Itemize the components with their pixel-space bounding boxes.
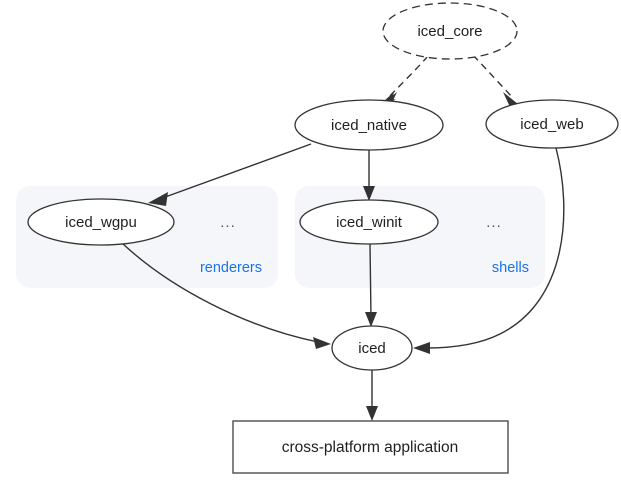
edge-iced_wgpu-to-iced — [121, 242, 331, 349]
cluster-renderers-label: renderers — [200, 260, 262, 276]
edge-iced_native-iced_wgpu-line — [156, 143, 312, 201]
edge-iced_native-iced_wgpu-arrow — [148, 192, 168, 206]
edge-iced_core-iced_native-line — [386, 55, 429, 100]
node-iced_core-shape[interactable] — [382, 2, 518, 60]
cluster-shells-label: shells — [492, 260, 529, 276]
node-iced[interactable]: iced — [331, 325, 413, 371]
node-iced_core[interactable]: iced_core — [382, 2, 518, 60]
edge-iced_winit-iced-line — [369, 243, 372, 319]
node-iced_wgpu-shape[interactable] — [27, 198, 175, 246]
node-iced_web-shape[interactable] — [485, 99, 619, 149]
node-iced_native-shape[interactable] — [294, 99, 444, 151]
node-iced_winit-shape[interactable] — [299, 199, 439, 245]
edge-iced-to-application — [366, 370, 378, 421]
edge-iced_web-to-iced — [413, 147, 565, 354]
node-application-shape[interactable] — [232, 420, 509, 474]
edge-iced_web-iced-arrow — [413, 342, 430, 354]
edge-iced_core-iced_web-arrow — [503, 92, 518, 107]
edge-iced_native-to-iced_winit — [363, 150, 375, 201]
edge-iced_winit-to-iced — [365, 243, 377, 327]
edge-iced_core-iced_web-line — [472, 54, 514, 99]
cluster-shells-ellipsis: ... — [486, 214, 502, 231]
edge-iced-application-arrow — [366, 406, 378, 421]
edge-iced_web-iced-line — [425, 147, 565, 349]
node-iced-shape[interactable] — [331, 325, 413, 371]
node-application[interactable]: cross-platform application — [232, 420, 509, 474]
edge-iced_native-to-iced_wgpu — [148, 143, 312, 206]
edge-iced_wgpu-iced-line — [121, 242, 319, 343]
edge-iced_wgpu-iced-arrow — [313, 337, 331, 349]
edge-iced_core-to-iced_web — [472, 54, 518, 107]
node-iced_web[interactable]: iced_web — [485, 99, 619, 149]
node-iced_wgpu[interactable]: iced_wgpu — [27, 198, 175, 246]
edge-iced_core-to-iced_native — [382, 55, 429, 107]
node-iced_winit[interactable]: iced_winit — [299, 199, 439, 245]
edge-iced_native-iced_winit-arrow — [363, 186, 375, 201]
edge-iced_winit-iced-arrow — [365, 312, 377, 327]
cluster-renderers-ellipsis: ... — [220, 214, 236, 231]
node-iced_native[interactable]: iced_native — [294, 99, 444, 151]
